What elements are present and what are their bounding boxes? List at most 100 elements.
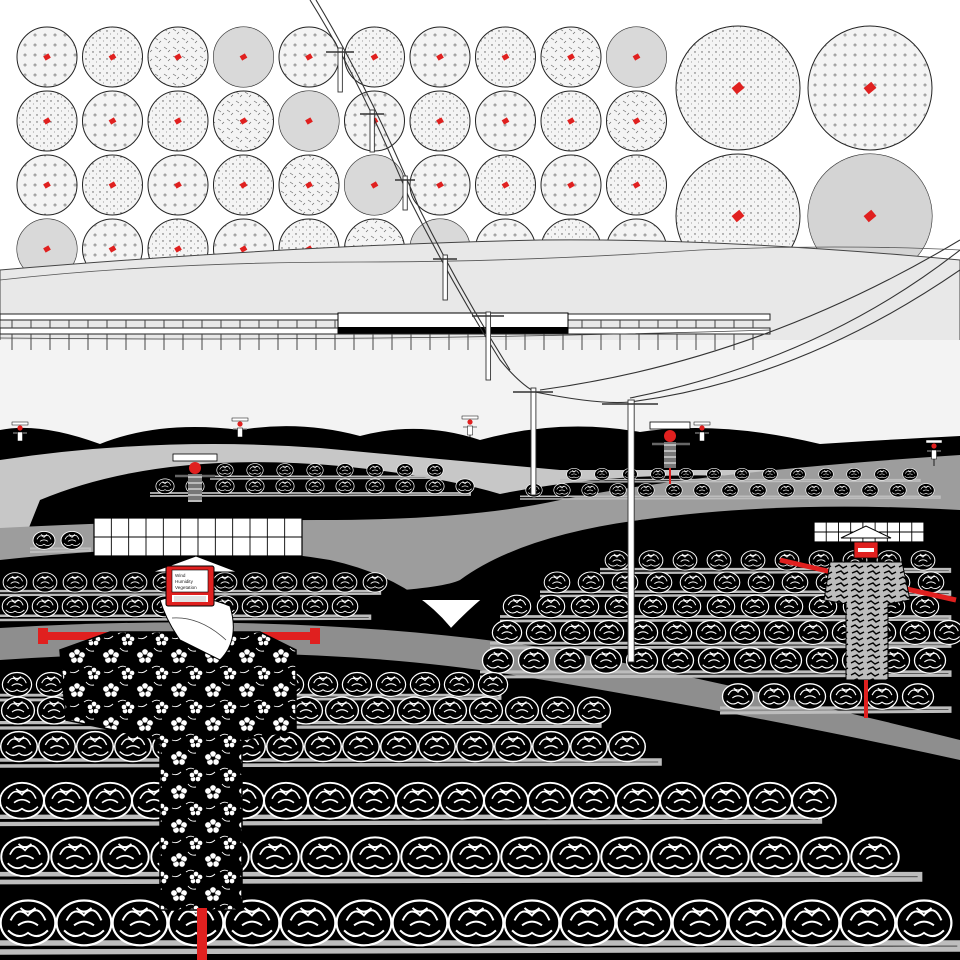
cabbage-icon xyxy=(638,550,664,571)
utility-poles xyxy=(326,47,658,663)
satellite-dish-icon xyxy=(278,90,340,152)
satellite-dish-icon xyxy=(475,26,536,88)
satellite-dish-icon xyxy=(675,25,801,151)
cabbage-icon xyxy=(307,781,353,820)
cabbage-icon xyxy=(483,781,529,820)
utility-pole-icon xyxy=(360,109,384,153)
cabbage-icon xyxy=(447,899,505,947)
cabbage-icon xyxy=(43,781,89,820)
cabbage-icon xyxy=(672,550,698,571)
cabbage-icon xyxy=(706,467,722,481)
cabbage-icon xyxy=(500,836,550,878)
cabbage-icon xyxy=(502,594,532,619)
cabbage-icon xyxy=(570,594,600,619)
cabbage-icon xyxy=(341,671,373,698)
cabbage-icon xyxy=(569,730,609,763)
cabbage-icon xyxy=(0,899,57,947)
cabbage-icon xyxy=(695,619,727,646)
satellite-dish-icon xyxy=(540,154,602,216)
scarecrow-icon xyxy=(11,421,29,448)
satellite-dish-icon xyxy=(147,90,209,152)
satellite-dish-icon xyxy=(606,154,667,216)
screen-line-wind: Wind xyxy=(175,573,186,578)
utility-pole-icon xyxy=(513,387,553,496)
cabbage-icon xyxy=(846,467,862,481)
satellite-dish-icon xyxy=(213,90,274,152)
cabbage-icon xyxy=(706,594,736,619)
cabbage-icon xyxy=(50,836,100,878)
cabbage-icon xyxy=(341,730,381,763)
cabbage-icon xyxy=(242,572,268,593)
cabbage-icon xyxy=(577,571,605,594)
satellite-dish-icon xyxy=(409,154,471,216)
cabbage-icon xyxy=(375,671,407,698)
utility-pole-icon xyxy=(326,47,354,93)
pipe-cap-left xyxy=(38,628,48,644)
cabbage-icon xyxy=(276,463,294,478)
cabbage-icon xyxy=(793,683,827,710)
satellite-dish-icon xyxy=(16,154,78,216)
cabbage-rows xyxy=(0,463,960,955)
cabbage-icon xyxy=(439,781,485,820)
elevated-railway xyxy=(0,312,771,350)
cabbage-icon xyxy=(455,478,475,495)
cabbage-icon xyxy=(395,781,441,820)
cabbage-icon xyxy=(661,619,693,646)
cabbage-icon xyxy=(536,594,566,619)
cabbage-icon xyxy=(781,571,809,594)
cabbage-icon xyxy=(279,899,337,947)
cabbage-icon xyxy=(850,836,900,878)
cabbage-icon xyxy=(553,483,571,498)
cabbage-icon xyxy=(60,530,84,550)
cabbage-icon xyxy=(300,836,350,878)
satellite-dish-icon xyxy=(213,26,274,88)
cabbage-icon xyxy=(861,483,879,498)
cabbage-icon xyxy=(740,550,766,571)
cabbage-icon xyxy=(693,483,711,498)
sensor-monitor-icon: Wind Humidity Vegetation xyxy=(151,555,239,607)
cabbage-icon xyxy=(700,836,750,878)
cabbage-icon xyxy=(665,483,683,498)
cabbage-icon xyxy=(212,572,238,593)
cabbage-icon xyxy=(336,463,354,478)
cabbage-icon xyxy=(335,899,393,947)
cabbage-icon xyxy=(37,730,77,763)
cabbage-icon xyxy=(559,619,591,646)
cabbage-icon xyxy=(791,781,837,820)
cabbage-icon xyxy=(100,836,150,878)
satellite-dish-icon xyxy=(82,26,143,88)
cabbage-icon xyxy=(889,483,907,498)
cabbage-icon xyxy=(895,899,953,947)
cabbage-icon xyxy=(32,572,58,593)
scarecrow-right xyxy=(779,525,957,718)
cabbage-icon xyxy=(365,478,385,495)
cabbage-icon xyxy=(762,467,778,481)
scarecrow-icon xyxy=(925,439,943,466)
cabbage-icon xyxy=(763,619,795,646)
cabbage-icon xyxy=(443,671,475,698)
satellite-dish-icon xyxy=(16,218,78,280)
satellite-dish-icon xyxy=(409,90,471,152)
cabbage-icon xyxy=(0,696,36,725)
cabbage-icon xyxy=(727,899,785,947)
satellite-dish-icon xyxy=(475,154,536,216)
cabbage-icon xyxy=(324,696,360,725)
cabbage-icon xyxy=(559,899,617,947)
satellite-dish-icon xyxy=(807,25,933,151)
cabbage-icon xyxy=(503,899,561,947)
cabbage-icon xyxy=(638,594,668,619)
cabbage-icon xyxy=(391,899,449,947)
cabbage-icon xyxy=(450,836,500,878)
cabbage-icon xyxy=(111,899,169,947)
cabbage-icon xyxy=(32,530,56,550)
cabbage-icon xyxy=(527,781,573,820)
cabbage-icon xyxy=(307,671,339,698)
cabbage-icon xyxy=(917,483,935,498)
cabbage-icon xyxy=(335,478,355,495)
cabbage-icon xyxy=(87,781,133,820)
cabbage-icon xyxy=(581,483,599,498)
cabbage-icon xyxy=(31,595,59,618)
cabbage-icon xyxy=(2,572,28,593)
cabbage-icon xyxy=(917,571,945,594)
cabbage-icon xyxy=(417,730,457,763)
